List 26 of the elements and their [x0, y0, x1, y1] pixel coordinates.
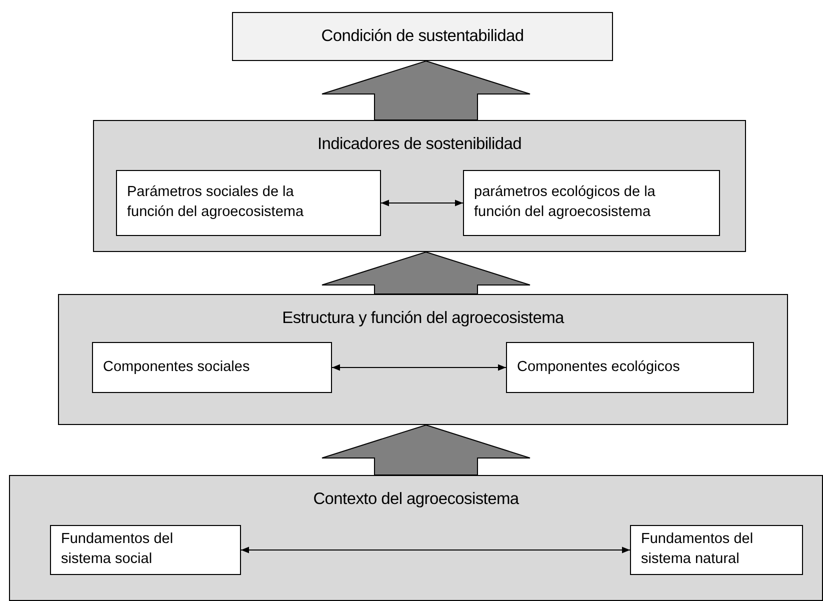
component-box	[463, 170, 720, 236]
box-label: Fundamentos del sistema social	[61, 530, 174, 569]
block-arrow	[322, 424, 530, 476]
level-panel	[9, 475, 823, 601]
heading: Condición de sustentabilidad	[321, 27, 524, 46]
component-box	[630, 525, 803, 575]
double-arrow	[240, 546, 630, 554]
heading: Estructura y función del agroecosistema	[281, 309, 566, 328]
heading: Indicadores de sostenibilidad	[316, 135, 523, 154]
component-box	[506, 342, 754, 393]
component-box	[50, 525, 241, 575]
level-panel	[93, 120, 746, 252]
component-box	[92, 342, 332, 393]
box-label: Fundamentos del sistema natural	[641, 530, 754, 569]
level-panel	[58, 294, 788, 425]
box-label: parámetros ecológicos de la función del agroecosistema	[474, 183, 656, 222]
double-arrow	[380, 200, 464, 206]
block-arrow	[322, 60, 530, 120]
double-arrow	[332, 364, 506, 371]
box-label: Parámetros sociales de la función del agroecosistema	[127, 183, 305, 222]
result-box	[232, 12, 613, 61]
box-label: Componentes ecológicos	[517, 358, 680, 377]
heading: Contexto del agroecosistema	[312, 490, 520, 509]
block-arrow	[322, 251, 530, 294]
box-label: Componentes sociales	[103, 358, 250, 377]
component-box	[116, 170, 381, 236]
